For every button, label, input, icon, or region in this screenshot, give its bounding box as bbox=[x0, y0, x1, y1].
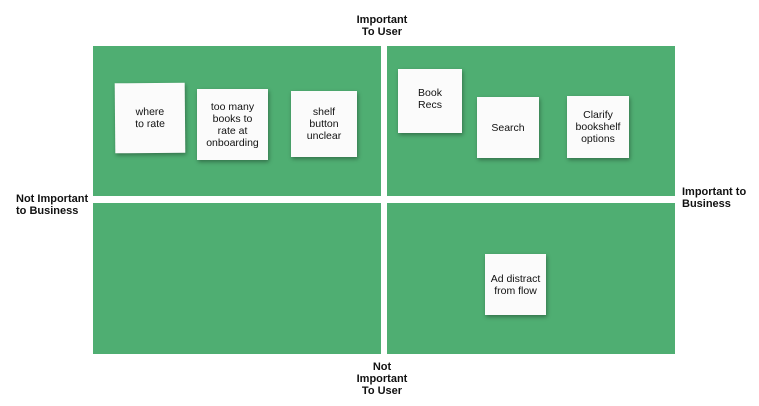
sticky-note-text: where bbox=[135, 105, 165, 119]
sticky-note-text: unclear bbox=[306, 130, 342, 142]
sticky-note[interactable]: Search bbox=[477, 97, 539, 158]
axis-label-top-line: Important bbox=[356, 14, 408, 26]
axis-label-bottom-line: To User bbox=[361, 385, 403, 397]
axis-label-top: Important To User bbox=[340, 14, 424, 38]
axis-label-right-line: Business bbox=[682, 198, 731, 210]
axis-label-right-line: Important to bbox=[682, 186, 747, 198]
sticky-note-text: rate at bbox=[217, 124, 248, 137]
sticky-note[interactable]: shelf button unclear bbox=[291, 91, 357, 157]
sticky-note[interactable]: Clarify bookshelf options bbox=[567, 96, 629, 158]
sticky-note[interactable]: Ad distract from flow bbox=[485, 254, 546, 315]
sticky-note[interactable]: Book Recs bbox=[398, 69, 462, 133]
sticky-note-text: too many bbox=[210, 100, 255, 113]
axis-label-left-line: to Business bbox=[16, 205, 79, 217]
sticky-note[interactable]: too many books to rate at onboarding bbox=[197, 89, 268, 160]
sticky-note-text: shelf bbox=[312, 106, 336, 118]
axis-label-bottom: Not Important To User bbox=[344, 361, 420, 397]
sticky-note-text: Ad distract bbox=[490, 272, 541, 285]
sticky-note-text: options bbox=[581, 133, 615, 145]
sticky-note-text: to rate bbox=[135, 117, 165, 131]
sticky-note-text: button bbox=[309, 118, 339, 130]
sticky-note-text: Book bbox=[418, 87, 442, 99]
axis-label-left-line: Not Important bbox=[16, 193, 89, 205]
sticky-note[interactable]: where to rate bbox=[114, 82, 186, 154]
axis-label-top-line: To User bbox=[361, 26, 403, 38]
axis-label-bottom-line: Not bbox=[372, 361, 392, 373]
axis-label-right: Important to Business bbox=[682, 186, 758, 210]
sticky-note-text: Clarify bbox=[583, 109, 613, 121]
sticky-note-text: bookshelf bbox=[575, 121, 621, 133]
sticky-note-text: onboarding bbox=[206, 136, 259, 149]
sticky-note-text: Search bbox=[491, 121, 525, 134]
quadrant-bottom-left bbox=[93, 203, 381, 354]
sticky-note-text: Recs bbox=[418, 99, 442, 111]
axis-label-left: Not Important to Business bbox=[16, 193, 96, 217]
axis-label-bottom-line: Important bbox=[356, 373, 408, 385]
sticky-note-text: books to bbox=[212, 112, 253, 125]
sticky-note-text: from flow bbox=[494, 284, 537, 297]
